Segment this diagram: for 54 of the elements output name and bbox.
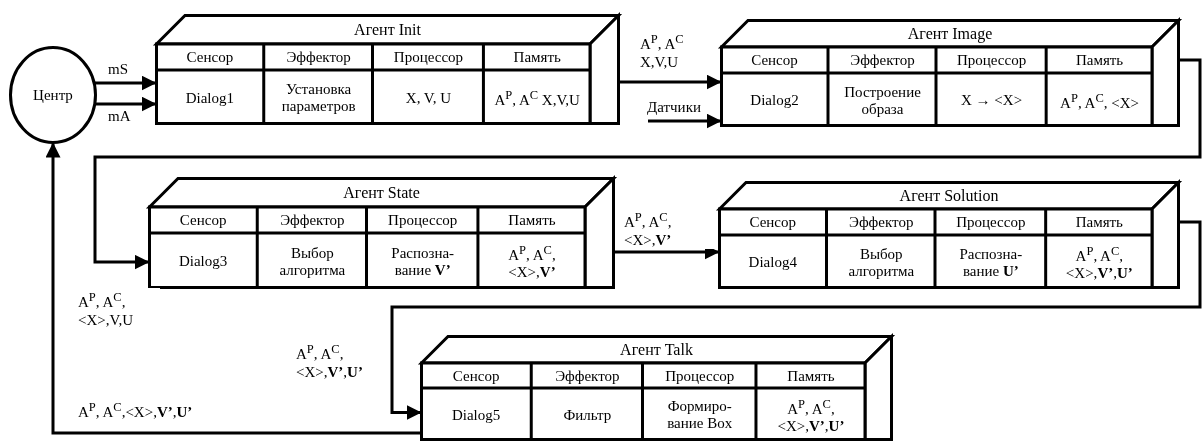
table-cell-text: Выбор алгоритма	[847, 244, 916, 281]
arrow	[94, 75, 157, 91]
column-header: Сенсор	[178, 211, 228, 230]
column-header: Процессор	[955, 213, 1027, 232]
column-header: Процессор	[392, 48, 465, 67]
column-header: Эффектор	[849, 51, 916, 70]
column-header: Эффектор	[285, 48, 352, 67]
column-header: Процессор	[955, 51, 1028, 70]
node-label: Центр	[33, 86, 73, 104]
table-cell-text: A$^{P}$, A$^{C}$, <X>,V’,U’	[776, 395, 846, 436]
table-cell-text: Dialog5	[450, 405, 502, 425]
table-cell-text: X, V, U	[404, 88, 453, 108]
table-cell-text: Фильтр	[562, 405, 613, 425]
agent-title: Агент Init	[354, 20, 421, 40]
column-header: Память	[507, 211, 557, 230]
table-cell-text: A$^{P}$, A$^{C}$, <X>,V’	[507, 242, 557, 282]
agent-title: Агент Image	[907, 24, 993, 44]
arrow	[93, 58, 1202, 270]
column-header: Эффектор	[279, 211, 346, 230]
column-header: Память	[786, 366, 836, 386]
table-cell-text: X → <X>	[960, 91, 1024, 110]
column-header: Сенсор	[451, 366, 501, 386]
agent-title: Агент Talk	[620, 340, 693, 360]
arrow	[620, 74, 722, 90]
column-header: Эффектор	[848, 213, 915, 232]
table-cell-text: Dialog1	[184, 88, 236, 108]
column-header: Эффектор	[554, 366, 621, 386]
column-header: Сенсор	[748, 213, 797, 232]
table-cell-text: Установка параметров	[280, 80, 357, 116]
column-header: Память	[1074, 51, 1125, 70]
table-cell-text: Формиро-вание Box	[666, 397, 734, 433]
arrow	[648, 113, 722, 129]
table-cell-text: Выбор алгоритма	[278, 243, 347, 280]
table-cell-text: Dialog2	[749, 91, 800, 110]
column-header: Процессор	[387, 211, 459, 230]
table-cell-text: Dialog4	[747, 253, 798, 272]
arrow	[390, 220, 1202, 420]
table-cell-text: Построение образа	[843, 82, 922, 119]
arrow	[45, 142, 420, 435]
column-header: Процессор	[664, 366, 736, 386]
column-header: Память	[512, 48, 562, 67]
table-cell-text: A$^{P}$, A$^{C}$, <X>,V’,U’	[1064, 243, 1134, 283]
column-header: Сенсор	[750, 51, 799, 70]
column-header: Память	[1074, 213, 1124, 232]
agent-title: Агент Solution	[899, 186, 999, 206]
edge-label: A$^{P}$, A$^{C}$, <X>,V,U	[78, 288, 160, 329]
table-cell-text: Dialog3	[177, 252, 229, 271]
agent-title: Агент State	[343, 183, 420, 203]
arrow	[94, 96, 157, 112]
table-cell-text: Распозна-вание V’	[390, 243, 456, 280]
table-cell-text: A$^{P}$, A$^{C}$ X,V,U	[493, 87, 581, 110]
table-cell-text: A$^{P}$, A$^{C}$, <X>	[1059, 89, 1141, 113]
table-cell-text: Распозна-вание U’	[958, 244, 1024, 281]
column-header: Сенсор	[185, 48, 235, 67]
